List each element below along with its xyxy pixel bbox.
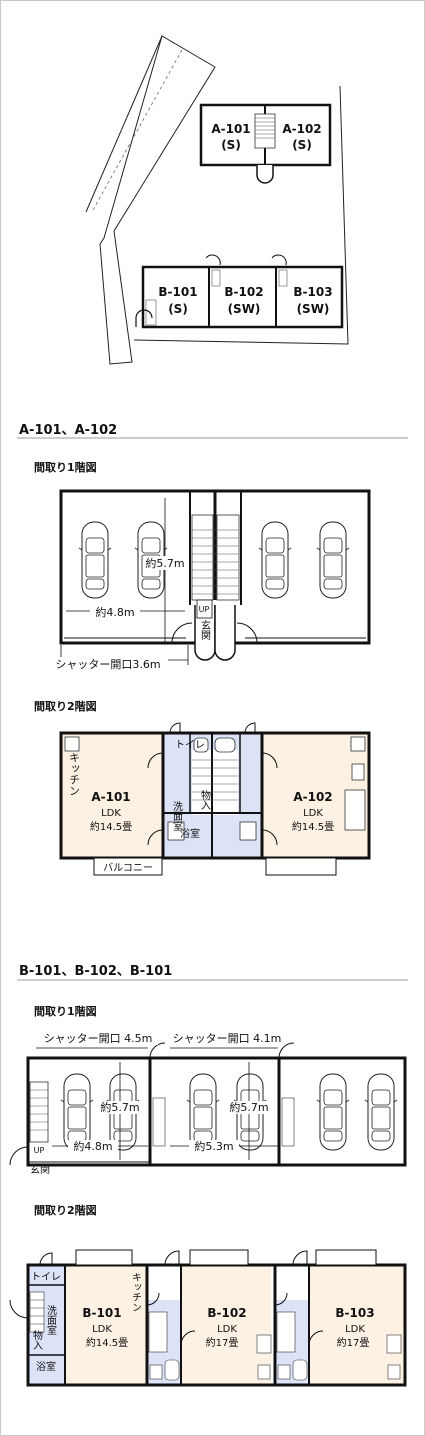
site-boundary-right [133,85,349,345]
a-floor2-kitchen: キッチン [68,752,81,796]
building-b [135,254,344,329]
b-floor2-label: 間取り2階図 [34,1203,97,1217]
b-floor2-unit2-size: 約17畳 [206,1336,239,1349]
a-floor2-storage: 物入 [199,789,211,810]
b-floor2-unit2-type: LDK [217,1324,237,1335]
a-floor2-unit-right-type: LDK [303,808,323,819]
b-floor2-unit3-name: B-103 [335,1306,374,1320]
b-floor1-depth-left: 約5.7m [100,1100,139,1114]
a-floor2-unit-left-size: 約14.5畳 [90,820,132,833]
car-icon [60,1073,94,1151]
car-icon [78,521,112,599]
section-b-title: B-101、B-102、B-101 [19,964,172,979]
b-floor1-shutter-left: シャッター開口 4.5m [44,1032,153,1045]
a-floor1-shutter: シャッター開口3.6m [55,658,160,671]
car-icon [258,521,292,599]
b-floor2-plan [9,1249,407,1387]
site-b102-name: B-102 [224,285,263,299]
site-boundary [99,35,216,365]
b-floor2-kitchen: キッチン [130,1272,141,1312]
b-floor1-width-mid: 約5.3m [194,1139,233,1153]
site-b103-name: B-103 [293,285,332,299]
b-floor2-unit1-type: LDK [92,1324,112,1335]
b-floor2-unit3-type: LDK [345,1324,365,1335]
section-a-title: A-101、A-102 [19,423,117,438]
site-a102-type: (S) [292,138,312,152]
b-floor2-unit1-size: 約14.5畳 [86,1336,128,1349]
b-floor1-entrance: 玄関 [30,1163,50,1176]
building-a [199,103,332,184]
a-floor1-entrance: 玄関 [199,619,211,641]
site-a101-name: A-101 [211,122,250,136]
site-b101-type: (S) [168,302,188,316]
site-a101-type: (S) [221,138,241,152]
a-floor2-unit-right-name: A-102 [293,790,332,804]
a-floor1-depth: 約5.7m [145,556,184,570]
a-floor2-toilet: トイレ [175,740,205,751]
b-floor2-storage: 物入 [31,1329,43,1350]
site-b103-type: (SW) [297,302,330,316]
a-floor1-label: 間取り1階図 [34,460,97,474]
a-floor2-balcony: バルコニー [103,862,153,874]
b-floor2-washroom: 洗面室 [45,1305,57,1335]
b-floor1-shutter-mid: シャッター開口 4.1m [173,1032,282,1045]
car-icon [186,1073,220,1151]
site-b102-type: (SW) [228,302,261,316]
b-floor1-label: 間取り1階図 [34,1004,97,1018]
car-icon [316,521,350,599]
b-floor2-bath: 浴室 [36,1360,56,1373]
a-floor2-label: 間取り2階図 [34,699,97,713]
a-floor2-unit-right-size: 約14.5畳 [292,820,334,833]
b-floor1-width-left: 約4.8m [73,1139,112,1153]
a-floor2-unit-left-type: LDK [101,808,121,819]
site-b101-name: B-101 [158,285,197,299]
car-icon [316,1073,350,1151]
b-floor1-up: UP [34,1146,45,1155]
a-floor2-bath: 浴室 [180,827,200,840]
a-floor2-washroom: 洗面室 [171,801,183,831]
a-floor1-width: 約4.8m [95,605,134,619]
car-icon [364,1073,398,1151]
b-floor2-unit3-size: 約17畳 [337,1336,370,1349]
b-floor2-unit1-name: B-101 [82,1306,121,1320]
b-floor2-unit2-name: B-102 [207,1306,246,1320]
a-floor2-unit-left-name: A-101 [91,790,130,804]
site-plan: A-101 (S) A-102 (S) B-101 (S) B-102 (SW)… [85,35,349,365]
b-floor2-toilet: トイレ [31,1272,61,1283]
a-floor1-up: UP [199,605,210,614]
site-a102-name: A-102 [282,122,321,136]
b-floor1-depth-mid: 約5.7m [229,1100,268,1114]
a-floor2-plan [59,722,371,876]
